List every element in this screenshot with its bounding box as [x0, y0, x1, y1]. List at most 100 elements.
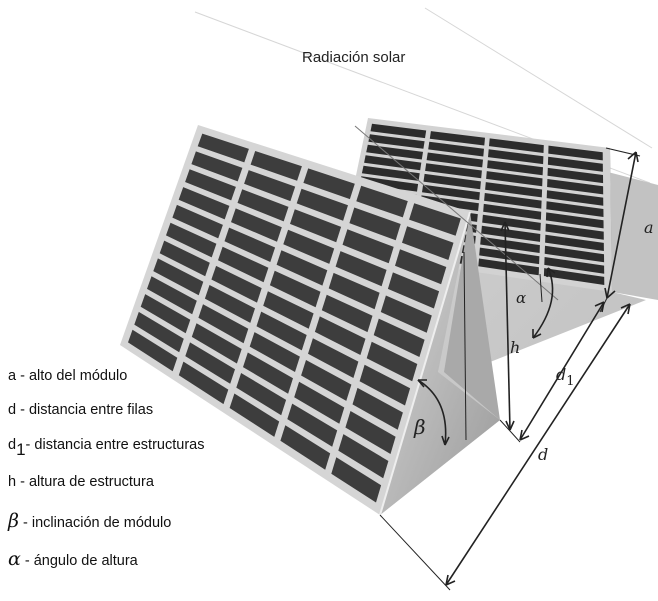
panel-cell [489, 138, 544, 153]
panel-cell [373, 318, 425, 357]
panel-cell [364, 155, 422, 171]
legend-item-d: d - distancia entre filas [8, 402, 153, 418]
panel-cell [276, 250, 328, 286]
panel-cell [486, 171, 543, 187]
label-d1: d1 [556, 365, 575, 389]
panel-cell [331, 457, 382, 503]
panel-cell [314, 316, 366, 355]
panel-cell [178, 187, 230, 220]
front-support-side [444, 212, 500, 420]
panel-cell [134, 311, 184, 353]
panel-cell [280, 425, 331, 470]
label-a: a [644, 218, 654, 237]
legend-symbol: d [8, 437, 17, 453]
ground-strip [600, 170, 658, 300]
panel-cell [147, 276, 197, 315]
panel-cell [172, 204, 223, 239]
legend-item-a: a - alto del módulo [8, 368, 127, 384]
panel-cell [191, 323, 242, 364]
panel-cell [479, 247, 540, 265]
panel-cell [349, 207, 401, 241]
panel-cell [342, 229, 394, 264]
panel-cell [423, 173, 481, 190]
panel-cell [483, 203, 542, 220]
panel-cell [543, 268, 605, 285]
panel-cell [548, 145, 603, 161]
panel-cell [301, 360, 352, 401]
legend-item-h: h - altura de estructura [8, 474, 154, 490]
panel-cell [409, 203, 461, 236]
legend-subscript: 1 [16, 440, 26, 459]
legend-text: - distancia entre estructuras [25, 437, 205, 453]
panel-cell [402, 226, 454, 260]
legend-item-beta: β - inclinación de módulo [8, 510, 171, 532]
panel-cell [263, 291, 314, 329]
legend-text: - distancia entre filas [16, 402, 154, 418]
dimension-a-arrow-top [627, 151, 639, 163]
panel-cell [429, 131, 485, 146]
panel-cell [547, 156, 603, 172]
dimension-lines [379, 147, 641, 591]
panel-cell [352, 387, 403, 430]
panel-cell [345, 411, 396, 454]
front-panel-cells [128, 133, 461, 503]
panel-cell [256, 311, 307, 351]
dimension-a-arrow-bottom [604, 287, 616, 299]
dimension-d-line [445, 303, 631, 586]
legend-symbol: d [8, 402, 17, 418]
panel-cell [283, 229, 335, 264]
panel-cell [185, 342, 235, 384]
panel-cell [359, 364, 411, 406]
beta-angle-arc [417, 379, 447, 446]
front-panel-row [120, 125, 500, 516]
panel-cell [140, 294, 191, 334]
legend-text: - inclinación de módulo [18, 515, 172, 531]
front-support-triangle [380, 212, 500, 515]
panel-cell [482, 214, 541, 231]
panel-cell [250, 151, 302, 181]
panel-cell [211, 265, 262, 303]
panel-cell [308, 338, 359, 378]
panel-cell [303, 168, 355, 200]
panel-cell [229, 393, 280, 437]
rear-panel-row [340, 118, 612, 292]
panel-cell [545, 212, 604, 229]
sun-ray-line [354, 125, 559, 301]
diagram-title: Radiación solar [302, 49, 406, 66]
panel-cell [328, 272, 380, 310]
dimension-a-line [606, 151, 637, 299]
panel-cell [197, 133, 249, 163]
panel-cell [159, 240, 210, 277]
panel-cell [484, 193, 542, 209]
panel-cell [361, 165, 420, 181]
panel-cell [395, 249, 447, 285]
panel-cell [481, 225, 541, 242]
panel-cell [243, 352, 293, 394]
label-d: d [538, 445, 548, 464]
panel-cell [485, 182, 543, 198]
label-h: h [510, 338, 520, 357]
panel-cell [544, 245, 605, 263]
dimension-h-line [504, 221, 511, 431]
legend-text: - alto del módulo [16, 368, 128, 384]
legend-symbol: α [8, 548, 21, 570]
legend-symbol: h [8, 474, 17, 490]
alpha-angle-arc [532, 267, 554, 339]
legend-symbol: β [8, 510, 19, 532]
panel-cell [269, 270, 321, 308]
panel-cell [335, 251, 387, 287]
panel-cell [368, 134, 425, 149]
panel-cell [487, 160, 543, 176]
panel-cell [244, 170, 296, 202]
front-panel-edge [379, 211, 471, 516]
panel-cell [545, 223, 604, 240]
panel-cell [166, 222, 217, 258]
panel-cell [480, 236, 540, 253]
panel-cell [198, 304, 249, 344]
panel-cell [546, 190, 604, 206]
legend: a - alto del módulo d - distancia entre … [8, 0, 308, 601]
panel-cell [249, 332, 300, 372]
panel-cell [290, 209, 342, 243]
panel-cell [425, 163, 482, 179]
rear-panel-cells [346, 123, 605, 285]
